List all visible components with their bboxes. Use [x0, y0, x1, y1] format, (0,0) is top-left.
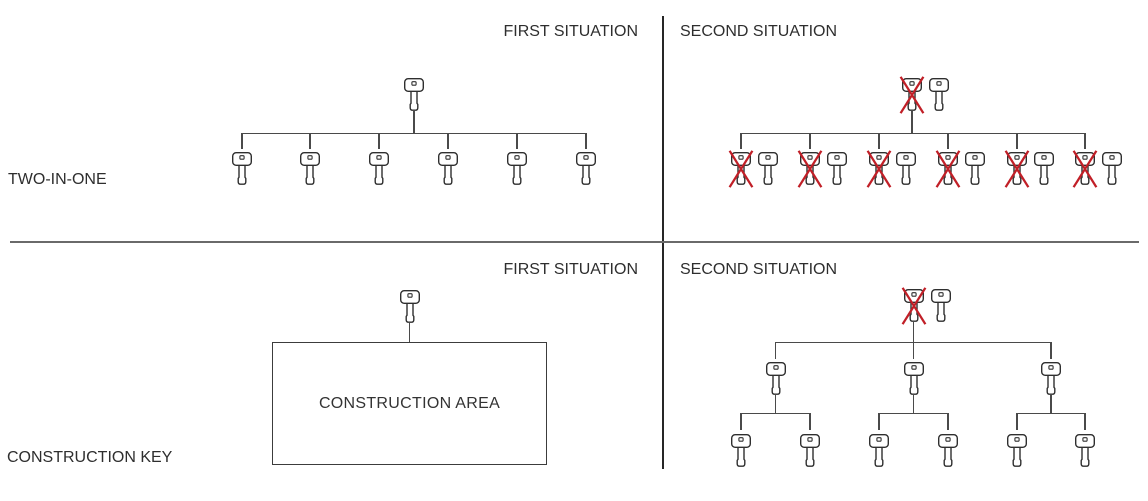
red-cross-icon	[899, 75, 925, 114]
connector-line	[911, 110, 913, 133]
red-cross-icon	[900, 286, 927, 325]
connector-line	[809, 133, 811, 149]
master-key-icon	[404, 78, 424, 111]
connector-line	[878, 413, 949, 415]
connector-line	[585, 133, 587, 149]
connector-line	[241, 133, 243, 149]
connector-line	[447, 133, 449, 149]
connector-line	[1016, 413, 1086, 415]
header-first-situation-bottom: FIRST SITUATION	[503, 261, 638, 278]
key-icon	[1041, 362, 1061, 395]
connector-line	[774, 342, 777, 359]
key-icon	[731, 434, 751, 467]
connector-line	[309, 133, 311, 149]
header-first-situation-top: FIRST SITUATION	[503, 23, 638, 40]
construction-key-icon	[399, 290, 420, 323]
connector-line	[809, 413, 811, 430]
header-second-situation-top: SECOND SITUATION	[680, 23, 838, 40]
connector-line	[1050, 394, 1052, 413]
connector-line	[912, 321, 915, 342]
replacement-key-icon	[930, 289, 951, 322]
connector-line	[878, 133, 880, 149]
replacement-key-icon	[929, 78, 949, 111]
connector-line	[878, 413, 880, 430]
key-icon	[800, 434, 820, 467]
key-icon	[300, 152, 320, 185]
replacement-key-icon	[896, 152, 916, 185]
connector-line	[516, 133, 518, 149]
key-icon	[938, 434, 958, 467]
connector-line	[912, 394, 915, 413]
header-second-situation-bottom: SECOND SITUATION	[680, 261, 838, 278]
connector-line	[408, 322, 411, 342]
red-cross-icon	[1004, 149, 1030, 188]
key-icon	[438, 152, 458, 185]
connector-line	[774, 394, 777, 413]
replacement-key-icon	[1034, 152, 1054, 185]
row-label-two-in-one: TWO-IN-ONE	[8, 171, 107, 188]
connector-line	[378, 133, 380, 149]
red-cross-icon	[1072, 149, 1098, 188]
connector-line	[1016, 133, 1018, 149]
key-icon	[576, 152, 596, 185]
construction-area-label: CONSTRUCTION AREA	[318, 394, 501, 412]
red-cross-icon	[866, 149, 892, 188]
connector-line	[740, 413, 742, 430]
replacement-key-icon	[965, 152, 985, 185]
horizontal-divider	[10, 241, 1139, 243]
connector-line	[1050, 342, 1052, 359]
red-cross-icon	[935, 149, 961, 188]
connector-line	[947, 413, 949, 430]
key-icon	[903, 362, 924, 395]
red-cross-icon	[728, 149, 754, 188]
connector-line	[413, 110, 415, 133]
red-cross-icon	[797, 149, 823, 188]
connector-line	[740, 413, 811, 415]
connector-line	[740, 133, 1086, 135]
row-label-construction-key: CONSTRUCTION KEY	[7, 449, 173, 466]
connector-line	[1016, 413, 1018, 430]
connector-line	[1084, 413, 1086, 430]
key-icon	[507, 152, 527, 185]
key-icon	[1075, 434, 1095, 467]
replacement-key-icon	[758, 152, 778, 185]
connector-line	[241, 133, 587, 135]
key-icon	[369, 152, 389, 185]
construction-area-box: CONSTRUCTION AREA	[272, 342, 547, 465]
key-icon	[232, 152, 252, 185]
key-icon	[765, 362, 786, 395]
connector-line	[947, 133, 949, 149]
key-icon	[869, 434, 889, 467]
replacement-key-icon	[827, 152, 847, 185]
connector-line	[740, 133, 742, 149]
key-icon	[1007, 434, 1027, 467]
replacement-key-icon	[1102, 152, 1122, 185]
connector-line	[912, 342, 915, 359]
connector-line	[1084, 133, 1086, 149]
